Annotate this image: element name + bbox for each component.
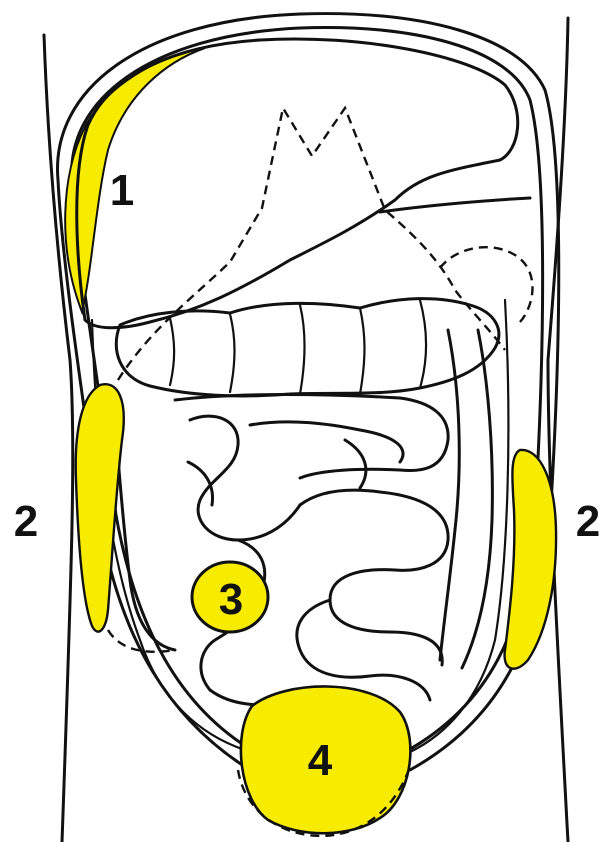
label-region-2-right: 2 — [576, 497, 600, 546]
colon-haustra — [170, 300, 426, 394]
region-2-right-highlight — [505, 450, 557, 669]
label-region-4: 4 — [308, 736, 333, 785]
cavity-outline-outer — [58, 14, 559, 770]
label-region-1: 1 — [110, 166, 134, 215]
stomach-outline — [118, 108, 505, 380]
label-region-2-left: 2 — [14, 497, 38, 546]
torso-right-outline — [548, 18, 568, 842]
liver-lower-edge — [380, 198, 530, 212]
small-intestine — [175, 395, 448, 713]
label-region-3: 3 — [219, 575, 243, 624]
region-1-highlight — [65, 48, 205, 312]
